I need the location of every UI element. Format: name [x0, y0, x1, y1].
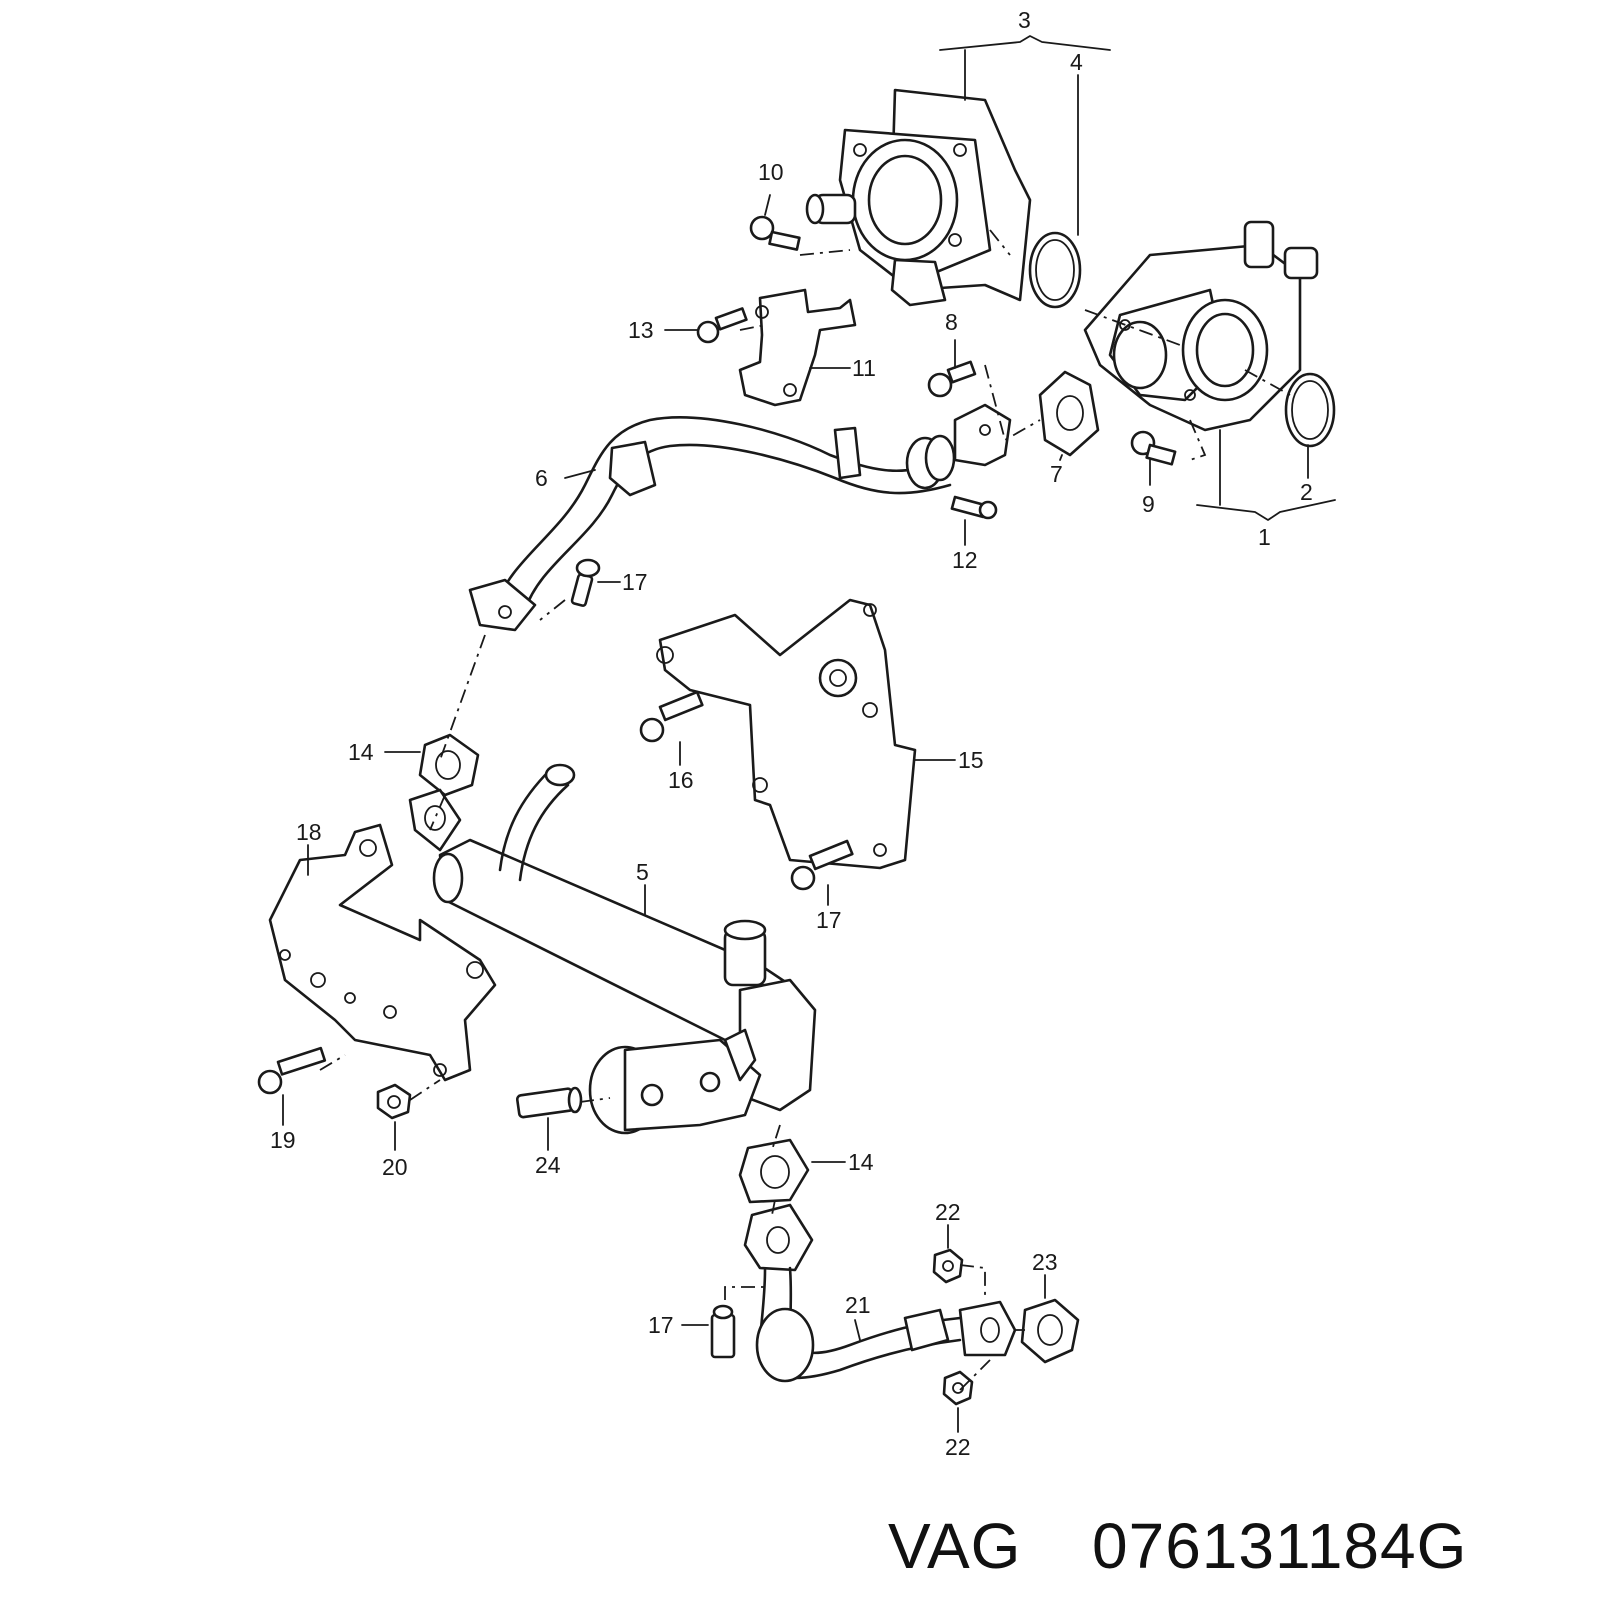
callout-19: 19 [270, 1127, 296, 1153]
callout-17-lower: 17 [648, 1312, 674, 1338]
gasket-7 [1038, 370, 1100, 457]
callout-14-lower: 14 [848, 1149, 874, 1175]
callout-16: 16 [668, 767, 694, 793]
callout-12: 12 [952, 547, 978, 573]
bolt-17-lower [710, 1304, 736, 1359]
callout-22-upper: 22 [935, 1199, 961, 1225]
callout-8: 8 [945, 309, 958, 335]
callout-17-upper: 17 [622, 569, 648, 595]
callout-10: 10 [758, 159, 784, 185]
callout-2: 2 [1300, 479, 1313, 505]
bolt-12 [950, 495, 998, 520]
callout-3: 3 [1018, 7, 1031, 33]
callout-6: 6 [535, 465, 548, 491]
callout-21: 21 [845, 1292, 871, 1318]
callout-4: 4 [1070, 49, 1083, 75]
egr-cooler-5 [408, 763, 817, 1112]
egr-pipe-21 [743, 1203, 1017, 1383]
egr-pipe-6 [468, 403, 1012, 632]
caption: VAG 076131184G [888, 1510, 1467, 1582]
nut-22-upper [932, 1248, 964, 1284]
bolt-9 [1130, 430, 1177, 466]
gasket-14-lower [738, 1138, 810, 1204]
callout-7: 7 [1050, 461, 1063, 487]
callout-11: 11 [852, 355, 876, 381]
o-ring-4 [1028, 231, 1082, 309]
bracket-18 [268, 823, 497, 1082]
bolt-17-upper [570, 558, 601, 607]
bolt-16 [639, 690, 704, 743]
egr-valve [1083, 220, 1319, 432]
bolt-13 [696, 307, 748, 344]
gasket-14-upper [418, 733, 480, 797]
hose-24 [515, 1086, 583, 1119]
bolt-17-middle [790, 839, 854, 891]
callout-17-middle: 17 [816, 907, 842, 933]
gasket-23 [1020, 1298, 1080, 1364]
bracket-11 [738, 288, 857, 407]
bolt-19 [257, 1046, 327, 1095]
assembly-lines [319, 229, 1291, 1391]
callout-13: 13 [628, 317, 654, 343]
callout-5: 5 [636, 859, 649, 885]
bolt-8 [927, 360, 977, 398]
callout-9: 9 [1142, 491, 1155, 517]
callout-14-upper: 14 [348, 739, 374, 765]
callout-15: 15 [958, 747, 984, 773]
leader-lines [282, 35, 1336, 1433]
caption-brand: VAG [888, 1510, 1021, 1582]
caption-part-number: 076131184G [1092, 1510, 1467, 1582]
callout-20: 20 [382, 1154, 408, 1180]
callout-labels: 1 2 3 4 5 6 7 8 9 10 11 12 13 14 14 15 1… [270, 7, 1313, 1460]
nut-22-lower [942, 1370, 974, 1406]
bracket-15 [656, 598, 917, 870]
callout-18: 18 [296, 819, 322, 845]
nut-20 [376, 1083, 412, 1120]
callout-24: 24 [535, 1152, 561, 1178]
o-ring-2 [1284, 372, 1336, 448]
bolt-10 [749, 215, 801, 251]
actuator [588, 1028, 762, 1135]
callout-1: 1 [1258, 524, 1271, 550]
throttle-body [805, 88, 1032, 307]
callout-22-lower: 22 [945, 1434, 971, 1460]
callout-23: 23 [1032, 1249, 1058, 1275]
